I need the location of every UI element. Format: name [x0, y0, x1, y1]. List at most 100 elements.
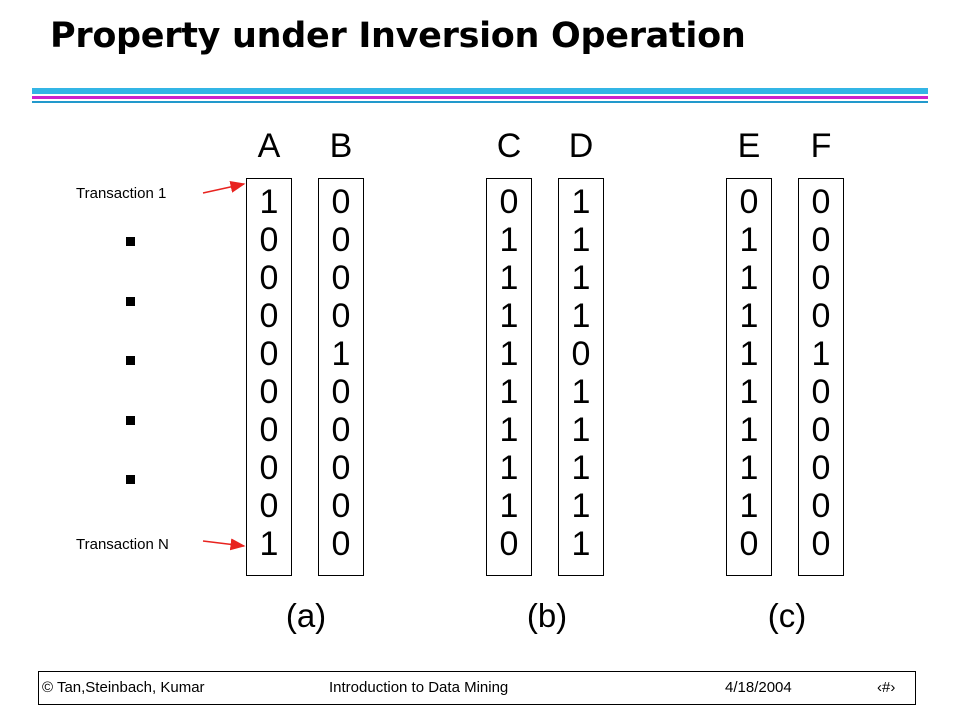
bit-cell: 0 [811, 449, 831, 487]
bit-cell: 0 [259, 259, 279, 297]
column-bits-c: 0 1 1 1 1 1 1 1 1 0 [486, 183, 532, 563]
footer-date: 4/18/2004 [725, 679, 792, 696]
bit-cell: 0 [259, 373, 279, 411]
bit-cell: 0 [811, 487, 831, 525]
column-bits-d: 1 1 1 1 0 1 1 1 1 1 [558, 183, 604, 563]
column-box-c [486, 178, 532, 576]
bit-cell: 1 [499, 449, 519, 487]
bit-cell: 0 [499, 183, 519, 221]
footer-authors: © Tan,Steinbach, Kumar [42, 679, 205, 696]
bit-cell: 0 [739, 183, 759, 221]
group-label-a: (a) [285, 597, 327, 634]
bit-cell: 0 [259, 221, 279, 259]
bit-cell: 0 [331, 183, 351, 221]
bit-cell: 0 [331, 449, 351, 487]
bit-cell: 1 [571, 297, 591, 335]
column-box-f [798, 178, 844, 576]
column-header-a: A [257, 127, 281, 165]
bit-cell: 1 [499, 411, 519, 449]
bit-cell: 1 [739, 449, 759, 487]
ellipsis-dot [126, 297, 135, 306]
bit-cell: 0 [259, 411, 279, 449]
column-box-b [318, 178, 364, 576]
column-bits-a: 1 0 0 0 0 0 0 0 0 1 [246, 183, 292, 563]
ellipsis-dot [126, 237, 135, 246]
footer-page-number: ‹#› [877, 679, 896, 696]
bit-cell: 1 [499, 221, 519, 259]
title-rule-middle [32, 96, 928, 99]
bit-cell: 1 [571, 525, 591, 563]
bit-cell: 0 [571, 335, 591, 373]
column-header-c: C [496, 127, 522, 165]
column-box-d [558, 178, 604, 576]
bit-cell: 1 [259, 525, 279, 563]
bit-cell: 1 [499, 487, 519, 525]
footer-course: Introduction to Data Mining [329, 679, 509, 696]
bit-cell: 1 [739, 221, 759, 259]
bit-cell: 0 [811, 525, 831, 563]
bit-cell: 1 [571, 373, 591, 411]
column-bits-b: 0 0 0 0 1 0 0 0 0 0 [318, 183, 364, 563]
bit-cell: 1 [259, 183, 279, 221]
column-bits-f: 0 0 0 0 1 0 0 0 0 0 [798, 183, 844, 563]
bit-cell: 0 [811, 411, 831, 449]
title-rule-bottom [32, 101, 928, 103]
bit-cell: 1 [499, 335, 519, 373]
bit-cell: 1 [571, 221, 591, 259]
bit-cell: 0 [811, 297, 831, 335]
column-header-b: B [329, 127, 353, 165]
bit-cell: 0 [259, 487, 279, 525]
bit-cell: 1 [739, 487, 759, 525]
bit-cell: 0 [259, 449, 279, 487]
bit-cell: 1 [739, 335, 759, 373]
bit-cell: 1 [499, 297, 519, 335]
bit-cell: 0 [331, 411, 351, 449]
ellipsis-dot [126, 475, 135, 484]
bit-cell: 0 [811, 259, 831, 297]
bit-cell: 0 [739, 525, 759, 563]
bit-cell: 1 [499, 259, 519, 297]
ellipsis-dot [126, 356, 135, 365]
bit-cell: 1 [739, 411, 759, 449]
bit-cell: 1 [739, 297, 759, 335]
bit-cell: 0 [499, 525, 519, 563]
transaction-first-label: Transaction 1 [76, 185, 167, 202]
transaction-first-arrow [202, 181, 246, 194]
transaction-last-label: Transaction N [76, 536, 169, 553]
bit-cell: 1 [571, 259, 591, 297]
column-header-d: D [568, 127, 594, 165]
bit-cell: 1 [571, 487, 591, 525]
bit-cell: 0 [331, 525, 351, 563]
slide-footer: © Tan,Steinbach, Kumar Introduction to D… [38, 671, 916, 705]
group-label-c: (c) [767, 597, 807, 634]
bit-cell: 1 [331, 335, 351, 373]
ellipsis-dot [126, 416, 135, 425]
column-bits-e: 0 1 1 1 1 1 1 1 1 0 [726, 183, 772, 563]
column-box-e [726, 178, 772, 576]
slide-title: Property under Inversion Operation [50, 16, 746, 56]
bit-cell: 0 [259, 297, 279, 335]
bit-cell: 0 [811, 221, 831, 259]
column-header-f: F [810, 127, 832, 165]
bit-cell: 0 [259, 335, 279, 373]
bit-cell: 1 [499, 373, 519, 411]
bit-cell: 1 [571, 183, 591, 221]
column-box-a [246, 178, 292, 576]
bit-cell: 1 [739, 373, 759, 411]
bit-cell: 0 [331, 487, 351, 525]
bit-cell: 0 [331, 259, 351, 297]
bit-cell: 0 [811, 183, 831, 221]
transaction-last-arrow [202, 538, 246, 551]
bit-cell: 1 [571, 411, 591, 449]
title-rule-top [32, 88, 928, 94]
group-label-b: (b) [526, 597, 568, 634]
bit-cell: 1 [811, 335, 831, 373]
bit-cell: 0 [331, 373, 351, 411]
bit-cell: 0 [331, 221, 351, 259]
bit-cell: 1 [739, 259, 759, 297]
bit-cell: 0 [811, 373, 831, 411]
bit-cell: 1 [571, 449, 591, 487]
column-header-e: E [737, 127, 761, 165]
bit-cell: 0 [331, 297, 351, 335]
